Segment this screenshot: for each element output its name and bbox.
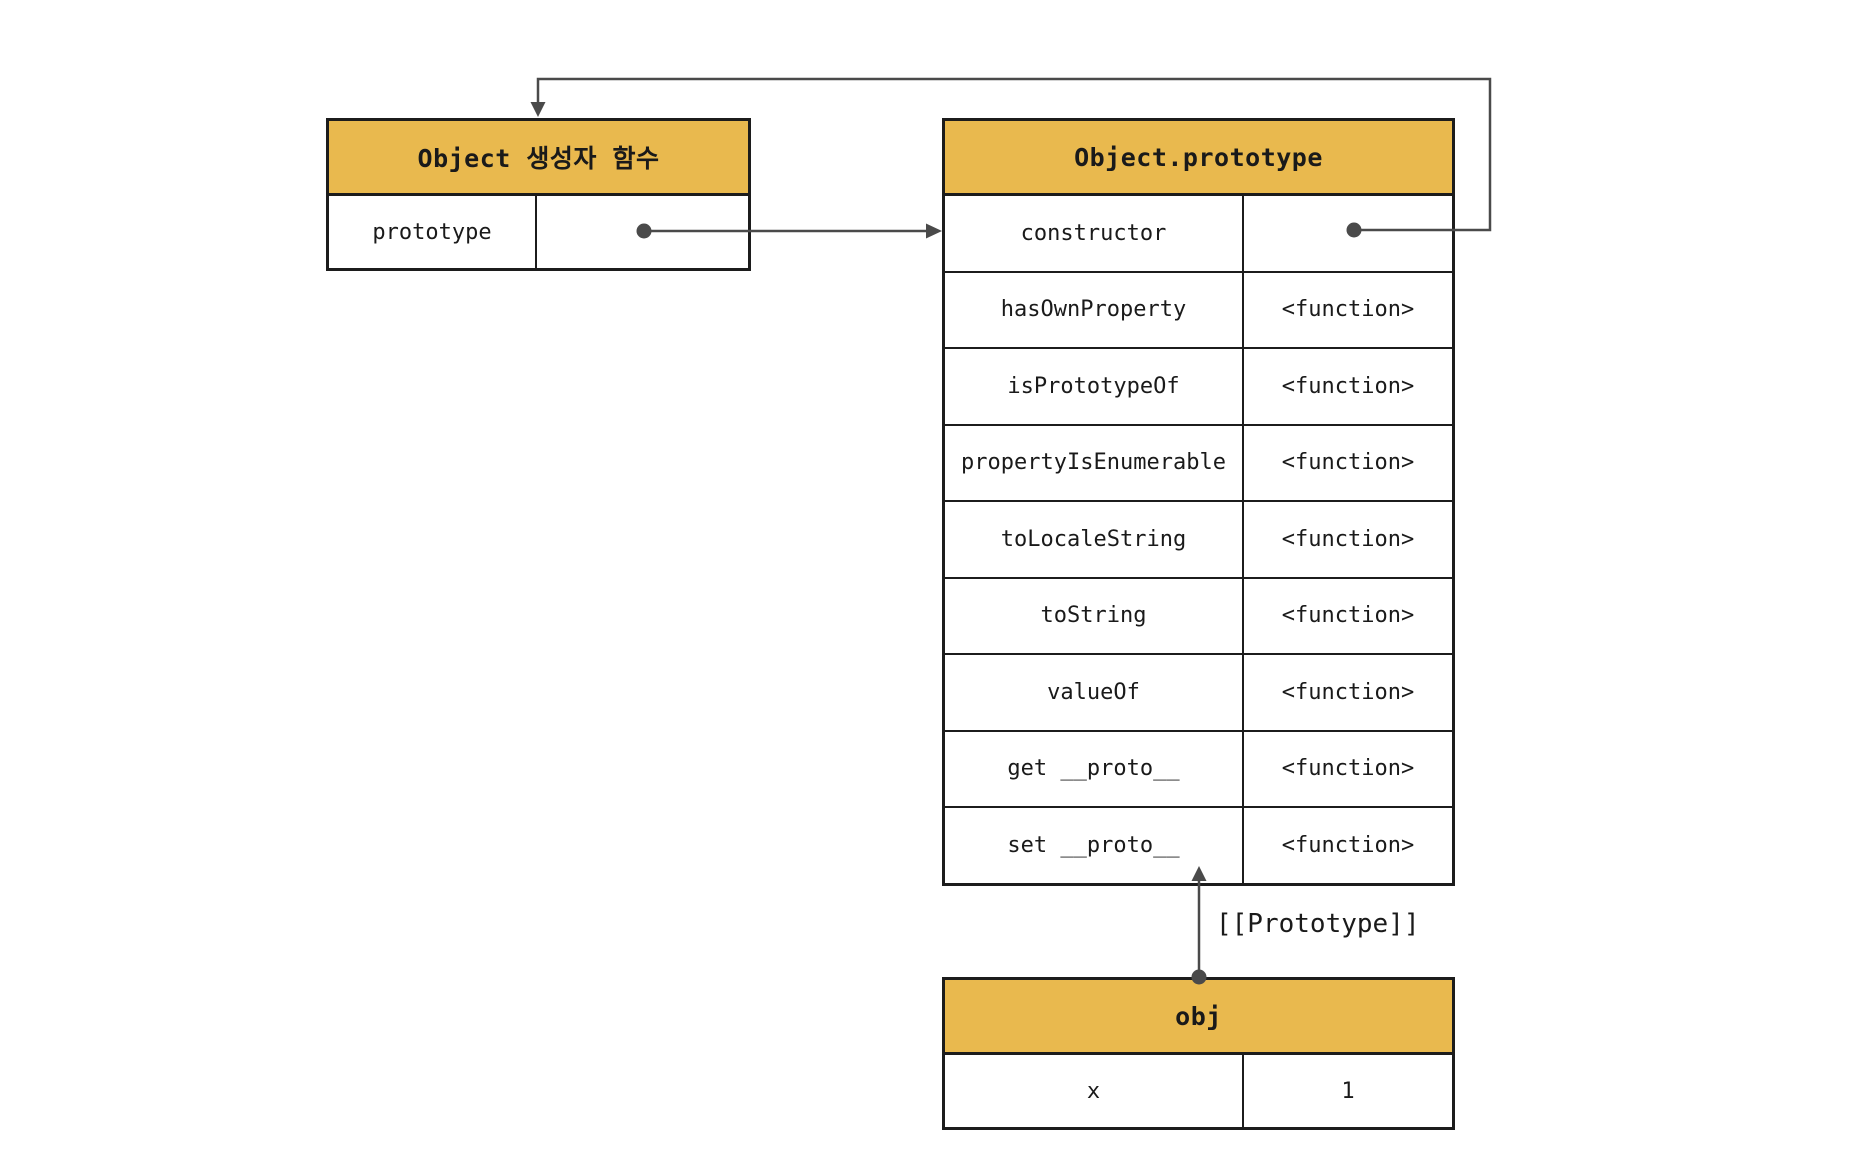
prototype-link-label: [[Prototype]]: [1216, 909, 1420, 939]
property-value-cell: [537, 196, 748, 268]
object-constructor-table: Object 생성자 함수 prototype: [326, 118, 751, 271]
arrowhead-right-icon: [926, 223, 942, 239]
object-prototype-table-title: Object.prototype: [945, 121, 1452, 196]
table-row: hasOwnProperty <function>: [945, 270, 1452, 347]
property-name-cell: valueOf: [945, 655, 1244, 730]
property-name-cell: isPrototypeOf: [945, 349, 1244, 424]
property-name-cell: prototype: [329, 196, 537, 268]
object-constructor-table-body: prototype: [329, 196, 748, 268]
property-value-cell: <function>: [1281, 297, 1415, 323]
table-row: valueOf <function>: [945, 653, 1452, 730]
table-row: prototype: [329, 196, 748, 268]
property-name-cell: toLocaleString: [945, 502, 1244, 577]
table-row: toString <function>: [945, 576, 1452, 653]
table-row: propertyIsEnumerable <function>: [945, 423, 1452, 500]
arrowhead-down-icon: [530, 102, 546, 117]
property-value-cell: <function>: [1281, 603, 1415, 629]
property-value-cell: <function>: [1281, 526, 1415, 552]
table-row: get __proto__ <function>: [945, 729, 1452, 806]
table-row: set __proto__ <function>: [945, 806, 1452, 883]
property-name-cell: constructor: [945, 196, 1244, 271]
property-name-cell: set __proto__: [945, 808, 1244, 883]
property-name-cell: toString: [945, 578, 1244, 653]
property-value-cell: [1244, 196, 1452, 271]
table-row: toLocaleString <function>: [945, 500, 1452, 577]
property-name-cell: hasOwnProperty: [945, 272, 1244, 347]
table-row: isPrototypeOf <function>: [945, 347, 1452, 424]
object-constructor-table-title: Object 생성자 함수: [329, 121, 748, 196]
obj-table-title: obj: [945, 980, 1452, 1055]
property-value-cell: <function>: [1281, 832, 1415, 858]
property-value-cell: <function>: [1281, 679, 1415, 705]
property-value-cell: <function>: [1281, 450, 1415, 476]
property-value-cell: <function>: [1281, 756, 1415, 782]
property-value-cell: 1: [1341, 1078, 1355, 1104]
property-name-cell: x: [945, 1055, 1244, 1127]
property-name-cell: get __proto__: [945, 731, 1244, 806]
property-value-cell: <function>: [1281, 373, 1415, 399]
table-row: constructor: [945, 196, 1452, 271]
property-name-cell: propertyIsEnumerable: [945, 425, 1244, 500]
